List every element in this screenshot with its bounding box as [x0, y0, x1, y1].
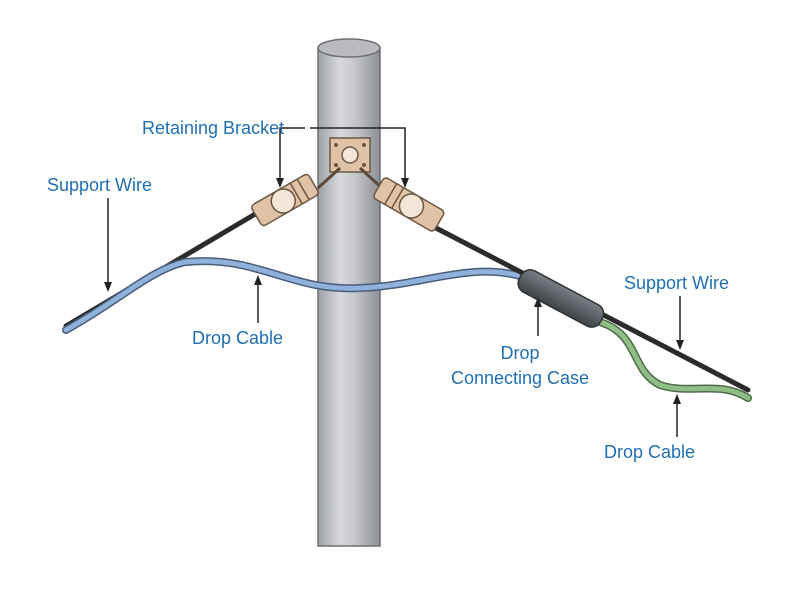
- label-drop-connecting-case-line1: Drop: [500, 343, 540, 363]
- arrowhead-retaining-bracket-left: [276, 178, 284, 188]
- label-support-wire-left: Support Wire: [47, 175, 153, 195]
- drop-connecting-case: [517, 269, 605, 328]
- arrowhead-drop-cable-right: [673, 394, 681, 404]
- label-drop-cable-left: Drop Cable: [192, 328, 284, 348]
- leader-lines: [107, 127, 681, 437]
- drop-cable-green: [596, 318, 752, 402]
- arrowhead-support-wire-right: [676, 340, 684, 350]
- pole-body: [317, 47, 381, 547]
- arrowhead-support-wire-left: [104, 282, 112, 292]
- arrowhead-retaining-bracket-right: [401, 178, 409, 188]
- drop-cable-blue: [62, 257, 524, 334]
- leader-arrowheads: [104, 178, 684, 404]
- pole-top: [317, 38, 381, 58]
- clamp-right: [373, 177, 445, 232]
- leader-retaining-bracket-right: [310, 127, 406, 180]
- pole: [317, 38, 381, 547]
- label-retaining-bracket: Retaining Bracket: [142, 118, 285, 138]
- arrowhead-drop-cable-left: [254, 275, 262, 285]
- label-drop-connecting-case-line2: Connecting Case: [450, 368, 590, 388]
- label-drop-cable-right: Drop Cable: [604, 442, 696, 462]
- retaining-bracket: [316, 137, 384, 190]
- arrowhead-drop-connecting-case: [534, 297, 542, 307]
- clamp-left: [251, 173, 319, 227]
- leader-retaining-bracket-left: [279, 127, 305, 180]
- label-support-wire-right: Support Wire: [624, 273, 730, 293]
